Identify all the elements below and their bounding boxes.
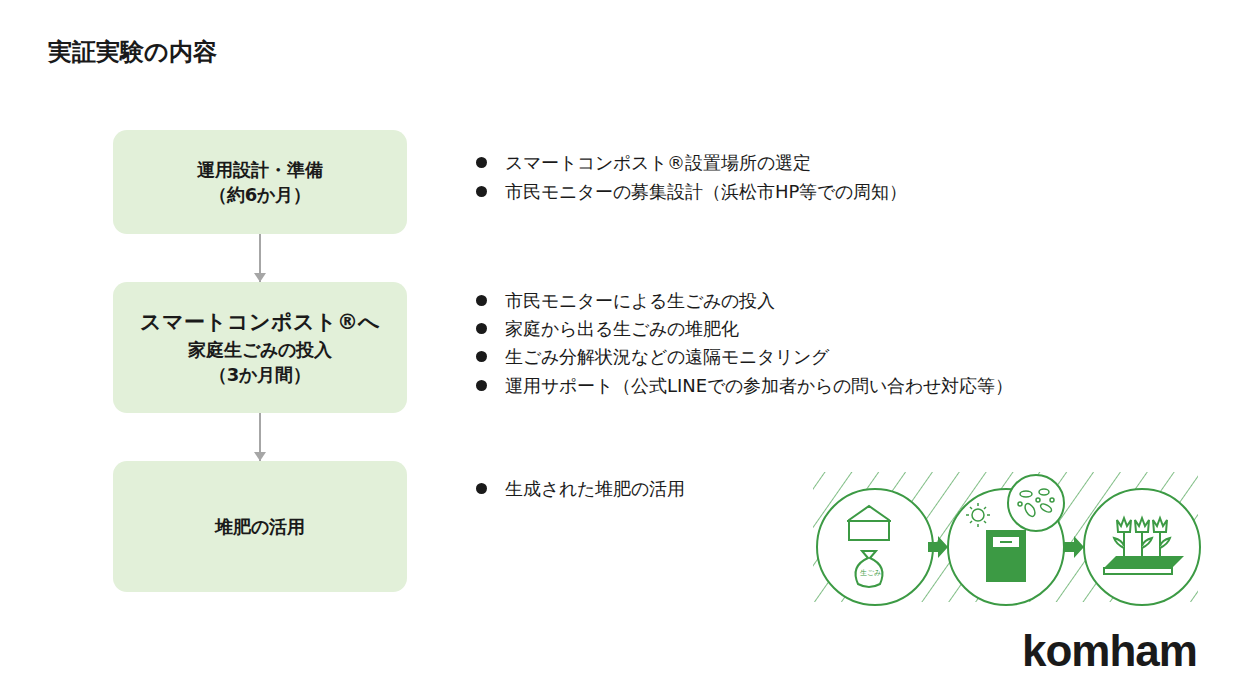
bullet-dot — [476, 351, 487, 362]
microbe-circle — [1008, 475, 1064, 531]
process-box: スマートコンポスト®へ家庭生ごみの投入 （3か月間） — [113, 282, 407, 413]
garden-circle — [1084, 489, 1200, 605]
bullet-text: 家庭から出る生ごみの堆肥化 — [505, 317, 739, 340]
process-box: 堆肥の活用 — [113, 461, 407, 592]
bullet-dot — [476, 295, 487, 306]
bullet-dot — [476, 186, 487, 197]
bullet-dot — [476, 157, 487, 168]
box-heading: スマートコンポスト®へ — [140, 308, 380, 337]
flow-connector — [254, 413, 266, 461]
flow-connector — [254, 234, 266, 282]
bullet-text: スマートコンポスト®設置場所の選定 — [505, 151, 811, 174]
bullet-text: 生成された堆肥の活用 — [505, 477, 685, 500]
flow-arrow — [1064, 536, 1084, 558]
box-heading: 堆肥の活用 — [215, 514, 305, 539]
page-title: 実証実験の内容 — [48, 36, 217, 68]
bullet-text: 生ごみ分解状況などの遠隔モニタリング — [505, 345, 829, 368]
box-heading: 運用設計・準備 （約6か月） — [160, 157, 360, 207]
process-box: 運用設計・準備 （約6か月） — [113, 130, 407, 234]
bullet-text: 市民モニターの募集設計（浜松市HP等での周知） — [505, 180, 907, 203]
brand-logo: komham — [1022, 622, 1197, 679]
bullet-dot — [476, 323, 487, 334]
bullet-dot — [476, 380, 487, 391]
bullet-dot — [476, 483, 487, 494]
box-body: 家庭生ごみの投入 （3か月間） — [160, 337, 360, 387]
bullet-text: 運用サポート（公式LINEでの参加者からの問い合わせ対応等） — [505, 374, 1013, 397]
bag-label: 生ごみ — [860, 569, 881, 578]
flow-arrow — [928, 536, 948, 558]
household-circle — [817, 489, 933, 605]
bullet-text: 市民モニターによる生ごみの投入 — [505, 289, 775, 312]
